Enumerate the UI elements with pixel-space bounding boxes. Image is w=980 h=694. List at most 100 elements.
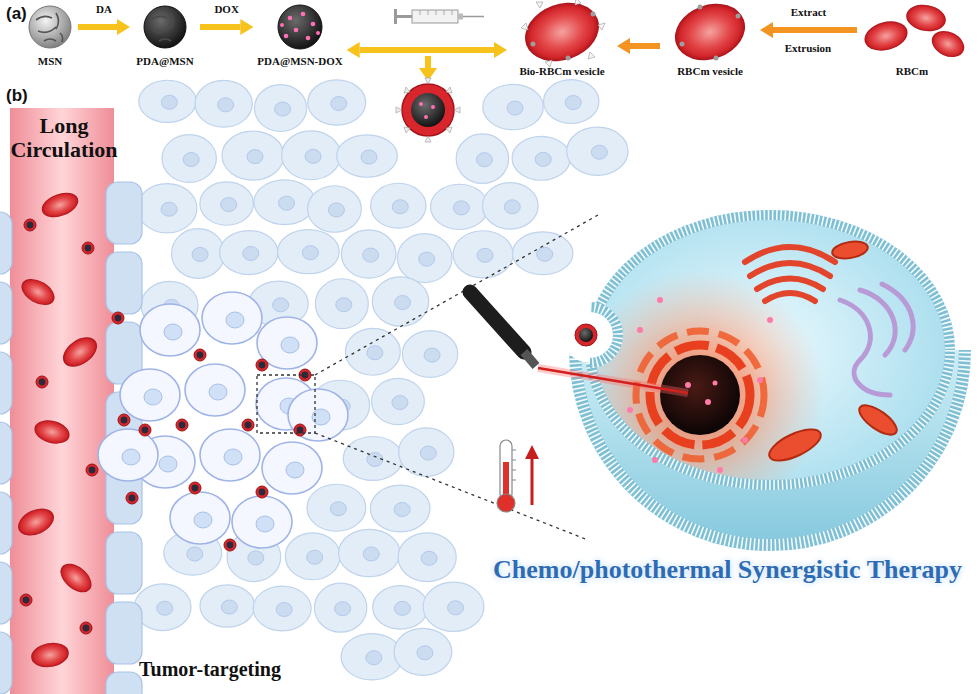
tissue-cell-body [162,135,216,183]
circulating-nanoparticles [20,594,32,606]
tissue-cell-nucleus [328,203,344,217]
tumor-cells [98,292,348,551]
tissue-cell-nucleus [367,346,383,360]
nucleus [650,345,750,445]
vessel-red-cells [58,331,103,372]
tissue-cell-body [254,85,306,132]
tissue-cell [134,584,191,631]
tumor-cell [170,492,230,544]
endothelial-cell [0,632,12,694]
tissue-cell-body [308,80,366,125]
tissue-cell-body [308,186,362,233]
mitochondria [765,239,901,467]
blood-vessel [10,108,114,694]
stage-label: Tumor-targeting [139,658,281,681]
panel-label: (b) [6,86,28,106]
tissue-cell [285,533,340,580]
endothelial-cell [0,422,12,484]
tissue-cell-nucleus [221,600,237,614]
tissue-cell-body [512,136,570,180]
tissue-cell-nucleus [363,547,379,561]
nanoparticle [189,482,201,494]
tissue-cell-nucleus [161,95,177,109]
tissue-cell-nucleus [330,502,346,516]
tissue-cell-nucleus [335,602,351,616]
tumor-cell-body [232,496,292,548]
tissue-cell [341,230,395,278]
pda-msn-sphere [144,6,186,48]
tissue-cell-body [278,230,340,274]
nanoparticle [176,419,188,431]
pda-msn-dox-sphere [280,23,284,27]
tissue-cell-nucleus [504,200,520,214]
golgi [745,247,835,301]
dox-molecules [637,327,643,333]
step-label: Extrusion [785,42,831,54]
tumor-cell-nucleus [286,462,304,478]
tissue-cell-nucleus [279,196,295,210]
zoom-box [315,215,598,375]
tissue-cell-nucleus [302,246,318,260]
rbcm-vesicle [736,14,741,19]
msn-sphere [36,13,63,42]
rbcm-vesicle [667,0,753,70]
tissue-cell [314,583,366,632]
dox-molecules [742,437,748,443]
tissue-cell-nucleus [417,646,433,660]
tumor-cell-body [170,492,230,544]
tissue-cell-nucleus [477,248,493,262]
process-arrow [630,43,660,49]
tissue-cell-nucleus [157,601,173,615]
circulating-nanoparticles [24,219,36,231]
tissue-cell-body [200,585,255,627]
syringe [463,16,484,18]
tissue-cell-body [423,582,484,631]
endothelial-cell [0,282,12,344]
nanoparticle [194,349,206,361]
background-cells [134,80,628,680]
nanoparticle [139,424,151,436]
process-arrow [773,27,857,33]
tissue-cell-nucleus [273,298,289,312]
dox-molecules [757,377,763,383]
tissue-cell-nucleus [366,651,382,665]
endothelial-cell [106,672,142,694]
syringe [458,14,463,20]
tissue-cell-nucleus [424,348,440,362]
bio-rbcm-vesicle [566,56,571,61]
vessel-red-cells [14,188,103,670]
circulating-nanoparticles [80,622,92,634]
syringe [397,15,412,18]
endocytosis-notch [575,324,597,346]
vessel-red-cells [17,273,59,310]
bio-rbcm-vesicle [517,0,608,71]
tissue-cell [254,180,315,225]
tissue-cell-body [253,586,311,631]
endothelial-cell [106,532,142,594]
tissue-cell [370,485,430,532]
dox-molecules [627,407,633,413]
tissue-cell-nucleus [395,296,411,310]
tumor-cell [140,304,200,356]
syringe [394,9,484,24]
membrane-vesicle: RBCm vesicle [660,0,760,80]
tumor-cell-nucleus [224,449,242,465]
tissue-cell-nucleus [537,247,553,261]
zoom-box [257,375,315,433]
tumor-cell [262,442,322,494]
tissue-cell-body [134,584,191,631]
tissue-cell-nucleus [247,150,263,164]
tumor-cell [98,429,158,481]
pda-msn-dox-sphere [294,28,299,33]
node-label: PDA@MSN [136,55,193,68]
tissue-cell [397,234,452,283]
tissue-cell-body [482,183,538,230]
tissue-cell [308,186,362,233]
coated-nanoparticle [424,115,428,119]
tissue-cell [278,230,340,274]
loaded-particle: PDA@MSN-DOX [253,2,346,70]
endothelial-cell [0,212,12,274]
bio-rbcm-vesicle [521,0,605,67]
tissue-cell-body [220,231,278,275]
tissue-cell-nucleus [336,298,352,312]
